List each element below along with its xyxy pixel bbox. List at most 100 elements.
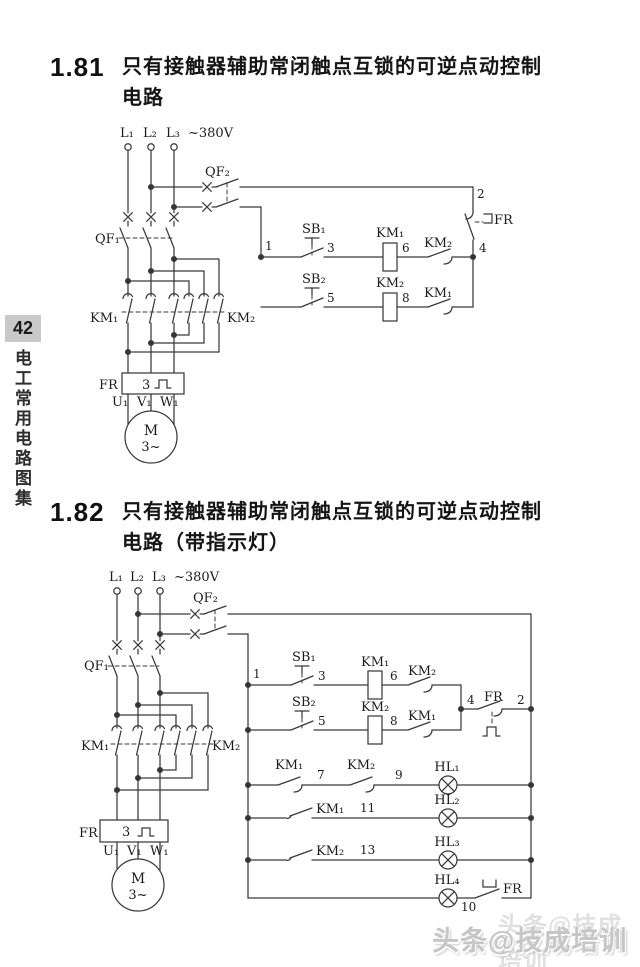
sb1-label: SB₁ <box>302 222 326 237</box>
hl1-label: HL₁ <box>434 760 459 775</box>
section-title: 只有接触器辅助常闭触点互锁的可逆点动控制 电路（带指示灯） <box>122 497 542 559</box>
voltage-label: ~380V <box>174 570 220 585</box>
circuit-diagram-1-82: L₁ L₂ L₃ ~380V QF₂ QF₁ 1 SB₁ 3 KM₁ 6 KM₂… <box>79 570 535 914</box>
hl3-label: HL₃ <box>434 835 459 850</box>
hl2-lamp-symbol <box>438 808 458 828</box>
fr-relay-label: FR <box>99 378 119 393</box>
motor-label: M <box>131 871 145 887</box>
voltage-label: ~380V <box>188 126 234 141</box>
thermal-relay-fr <box>121 372 185 395</box>
km1-interlock-label: KM₁ <box>424 286 452 301</box>
sb2-label: SB₂ <box>292 695 316 710</box>
km1-lamp-nc-label: KM₁ <box>275 758 303 773</box>
km2-lamp-no-label: KM₂ <box>316 844 344 859</box>
km2-nc-contact-symbol <box>349 776 375 793</box>
km1-coil-symbol <box>367 670 383 700</box>
km2-nc-interlock-symbol <box>407 676 433 693</box>
fr-contact-label: FR <box>494 213 514 228</box>
node-label: 10 <box>461 900 476 914</box>
hl4-lamp-symbol <box>438 888 458 908</box>
terminal-label: V₁ <box>126 844 142 859</box>
watermark-ghost: 头条@技成培训 <box>498 913 623 967</box>
fr-poles-label: 3 <box>122 825 130 840</box>
lamp-row-hl4 <box>247 879 532 908</box>
km1-nc-interlock-symbol <box>407 721 433 738</box>
km2-coil-label: KM₂ <box>376 276 404 291</box>
node-label: 9 <box>395 768 403 782</box>
km2-no-contact-symbol <box>285 849 313 861</box>
node-label: 5 <box>318 714 326 728</box>
km2-interlock-label: KM₂ <box>424 236 452 251</box>
node-label: 7 <box>317 768 325 782</box>
km2-interlock-label: KM₂ <box>408 664 436 679</box>
terminal-label: W₁ <box>160 395 179 410</box>
sb2-label: SB₂ <box>302 272 326 287</box>
fr-poles-label: 3 <box>142 378 150 393</box>
junction-dots <box>113 610 535 864</box>
km1-no-contact-symbol <box>285 807 313 819</box>
node-label: 1 <box>265 239 273 253</box>
junction-dots <box>124 183 477 356</box>
node-label: 6 <box>390 669 398 683</box>
km1-main-label: KM₁ <box>90 311 118 326</box>
control-row-reverse <box>247 708 462 745</box>
section-title-line1: 只有接触器辅助常闭触点互锁的可逆点动控制 <box>122 501 542 523</box>
section-1-81-header: 1.81 只有接触器辅助常闭触点互锁的可逆点动控制 电路 <box>50 52 610 114</box>
node-label: 11 <box>360 801 375 815</box>
section-title-line2: 电路（带指示灯） <box>122 532 290 554</box>
node-label: 4 <box>467 693 475 707</box>
node-label: 4 <box>479 241 487 255</box>
lamp-row-hl1 <box>247 775 532 795</box>
km1-nc-interlock-symbol <box>427 298 453 315</box>
node-label: 6 <box>402 241 410 255</box>
phase-label: L₂ <box>143 126 157 141</box>
hl1-lamp-symbol <box>438 775 458 795</box>
section-1-82-header: 1.82 只有接触器辅助常闭触点互锁的可逆点动控制 电路（带指示灯） <box>50 497 610 559</box>
km2-main-contacts <box>170 725 214 756</box>
hl3-lamp-symbol <box>438 850 458 870</box>
hl4-label: HL₄ <box>434 873 459 888</box>
sb1-label: SB₁ <box>292 650 316 665</box>
section-title: 只有接触器辅助常闭触点互锁的可逆点动控制 电路 <box>122 52 542 114</box>
km2-feed-wires <box>127 258 220 297</box>
fr-lamp-label: FR <box>503 882 523 897</box>
km2-main-contacts <box>183 293 225 324</box>
node-label: 13 <box>360 843 375 857</box>
qf1-breaker-symbol <box>107 641 164 729</box>
km1-interlock-label: KM₁ <box>408 709 436 724</box>
km1-main-contacts <box>122 293 180 324</box>
km1-coil-label: KM₁ <box>376 226 404 241</box>
motor-symbol <box>111 858 165 912</box>
node-label: 8 <box>402 291 410 305</box>
fr-contact-label: FR <box>484 690 504 705</box>
circuit-81-labels: L₁ L₂ L₃ ~380V QF₂ QF₁ 1 2 SB₁ 3 KM₁ 6 K… <box>90 126 514 455</box>
km2-lamp-nc-label: KM₂ <box>347 758 375 773</box>
circuit-81-wires <box>118 143 493 464</box>
section-title-line2: 电路 <box>122 87 164 109</box>
km2-nc-interlock-symbol <box>427 248 453 265</box>
km1-coil-label: KM₁ <box>361 655 389 670</box>
km1-lamp-no-label: KM₁ <box>316 802 344 817</box>
node-label: 5 <box>327 291 335 305</box>
km2-feed-wires <box>116 692 209 729</box>
node-label: 2 <box>517 693 525 707</box>
terminal-label: U₁ <box>112 395 128 410</box>
node-label: 8 <box>390 714 398 728</box>
motor-phase-label: 3~ <box>128 888 147 903</box>
hl2-label: HL₂ <box>434 793 459 808</box>
terminal-label: V₁ <box>136 395 152 410</box>
sb2-button-symbol <box>300 287 324 308</box>
phase-label: L₁ <box>109 570 123 585</box>
sb2-button-symbol <box>290 710 314 731</box>
lamp-row-hl3 <box>247 849 532 870</box>
qf2-breaker-symbol <box>150 178 474 258</box>
motor-label: M <box>144 423 158 439</box>
km1-main-contacts <box>111 725 166 756</box>
qf2-label: QF₂ <box>193 591 218 606</box>
reversing-crossover-wires <box>127 322 220 374</box>
phase-label: L₃ <box>152 570 166 585</box>
circuit-82-labels: L₁ L₂ L₃ ~380V QF₂ QF₁ 1 SB₁ 3 KM₁ 6 KM₂… <box>79 570 525 914</box>
watermark: 头条@技成培训 <box>432 926 628 956</box>
qf1-label: QF₁ <box>95 232 120 247</box>
